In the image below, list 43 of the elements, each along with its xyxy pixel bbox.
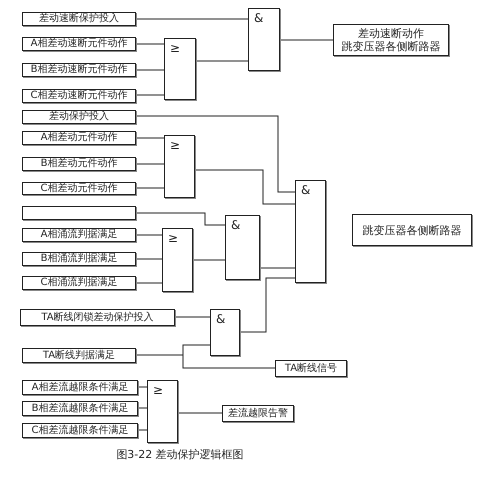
- connector-line: [136, 258, 162, 260]
- connector-line: [174, 316, 210, 318]
- connector-line: [136, 18, 248, 20]
- signal-box: B相差流越限条件满足: [22, 401, 138, 416]
- signal-box: C相差动元件动作: [22, 182, 136, 195]
- logic-gate: ≥: [162, 228, 193, 292]
- signal-box: C相差流越限条件满足: [22, 423, 138, 438]
- signal-box: 差动保护投入: [22, 110, 136, 124]
- connector-line: [136, 354, 276, 368]
- signal-box: C相涌流判据满足: [22, 276, 136, 290]
- connector-line: [136, 116, 296, 192]
- figure-caption: 图3-22 差动保护逻辑框图: [115, 448, 245, 462]
- logic-gate: &: [295, 180, 326, 283]
- signal-box: A相差动速断元件动作: [22, 37, 136, 51]
- connector-line: [136, 212, 226, 226]
- connector-line: [136, 282, 162, 284]
- signal-box: A相涌流判据满足: [22, 228, 136, 242]
- signal-box: [22, 206, 136, 220]
- connector-line: [240, 278, 296, 332]
- signal-box: C相差动速断元件动作: [22, 89, 136, 103]
- connector-line: [194, 170, 296, 204]
- logic-gate: &: [210, 309, 240, 356]
- logic-gate: &: [225, 215, 260, 280]
- logic-gate: &: [248, 8, 280, 71]
- connector-line: [178, 412, 222, 414]
- signal-box: B相差动元件动作: [22, 157, 136, 171]
- connector-line: [196, 60, 248, 62]
- signal-box: A相差流越限条件满足: [22, 380, 138, 395]
- signal-box: B相涌流判据满足: [22, 252, 136, 266]
- logic-gate: ≥: [164, 38, 196, 100]
- logic-gate: ≥: [147, 380, 178, 443]
- signal-box: TA断线判据满足: [22, 348, 136, 363]
- signal-box: TA断线信号: [275, 360, 347, 377]
- logic-gate: ≥: [164, 135, 195, 198]
- output-box: 差动速断动作 跳变压器各侧断路器: [333, 24, 449, 56]
- signal-box: TA断线闭锁差动保护投入: [20, 309, 175, 326]
- signal-box: B相差动速断元件动作: [22, 63, 136, 77]
- signal-box: 差流越限告警: [222, 405, 294, 422]
- signal-box: A相差动元件动作: [22, 131, 136, 145]
- output-box: 跳变压器各侧断路器: [352, 214, 472, 246]
- connector-line: [136, 94, 164, 96]
- signal-box: 差动速断保护投入: [22, 12, 136, 26]
- connector-line: [136, 234, 162, 236]
